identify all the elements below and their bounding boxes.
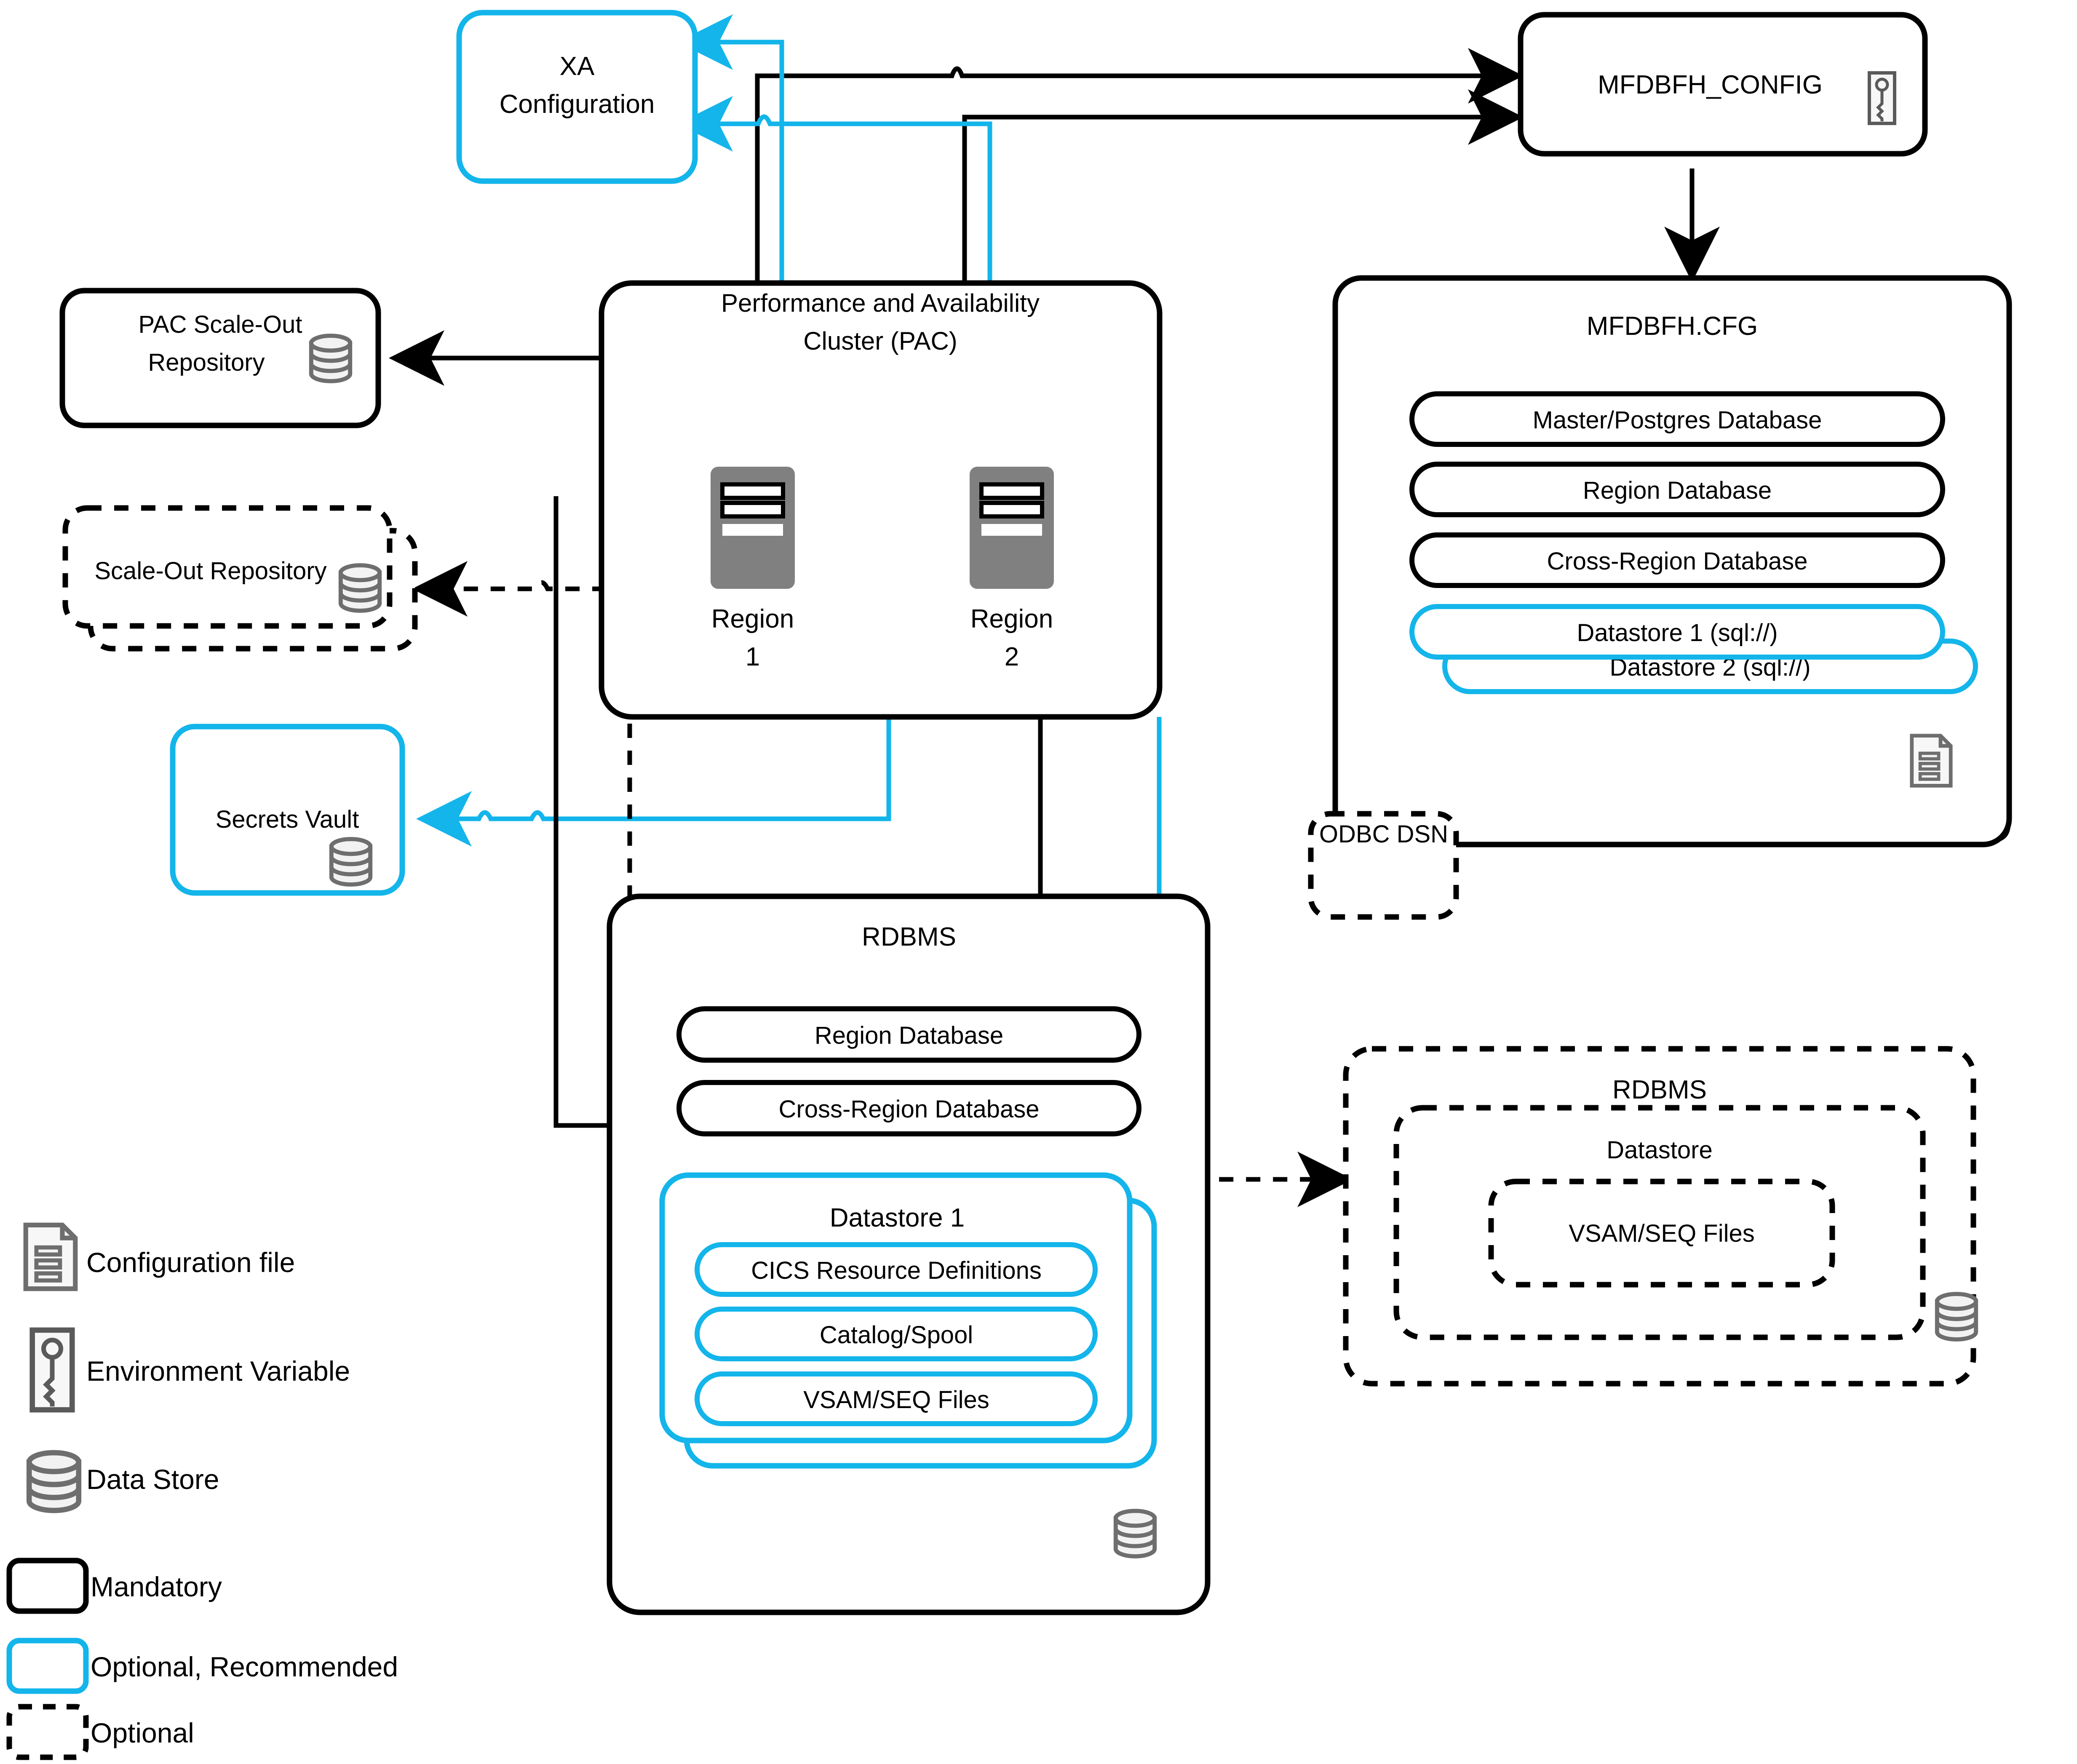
rdbms-right-title: RDBMS xyxy=(1612,1075,1707,1104)
legend-item: Mandatory xyxy=(6,1558,222,1614)
server-icon xyxy=(970,467,1054,589)
environment-variable-icon xyxy=(1869,73,1895,123)
legend-item: Optional xyxy=(6,1704,194,1760)
scale-out-repository-label: Scale-Out Repository xyxy=(94,557,326,585)
pac-title-line1: Performance and Availability xyxy=(721,289,1040,317)
connector-region1-to-mfdbfh-config xyxy=(755,48,1524,472)
optional-recommended-box-swatch xyxy=(6,1638,89,1694)
legend-item: Configuration file xyxy=(26,1225,295,1288)
mfdbfh-cfg-row[interactable]: Datastore 1 (sql://) xyxy=(1409,604,1945,660)
legend: Configuration file Environment Variable … xyxy=(6,1225,398,1760)
node-pac-scale-out-repository[interactable]: PAC Scale-Out Repository xyxy=(59,288,381,428)
rdbms-right-inner[interactable]: VSAM/SEQ Files xyxy=(1488,1179,1835,1288)
node-rdbms-right[interactable]: RDBMS Datastore VSAM/SEQ Files xyxy=(1343,1046,1976,1387)
xa-configuration-label-line1: XA xyxy=(560,52,595,81)
data-store-icon xyxy=(341,565,380,611)
pac-region-label-line2: 2 xyxy=(1005,642,1019,671)
pac-region-label-line1: Region xyxy=(711,604,794,633)
environment-variable-icon xyxy=(32,1330,72,1410)
data-store-icon xyxy=(331,839,370,885)
pac-scale-out-repository-label-line1: PAC Scale-Out xyxy=(139,311,302,338)
data-store-icon xyxy=(1116,1511,1155,1556)
pac-title-line2: Cluster (PAC) xyxy=(803,327,957,355)
legend-item-label: Environment Variable xyxy=(86,1355,350,1387)
mfdbfh-cfg-row[interactable]: Cross-Region Database xyxy=(1409,532,1945,588)
rdbms-right-inner-label: VSAM/SEQ Files xyxy=(1569,1220,1755,1247)
optional-box-swatch xyxy=(6,1704,89,1760)
node-odbc-dsn[interactable]: ODBC DSN xyxy=(1308,811,1459,920)
pac-region-label-line2: 1 xyxy=(746,642,760,671)
legend-item: Optional, Recommended xyxy=(6,1638,398,1694)
mfdbfh-cfg-row-label: Region Database xyxy=(1583,477,1772,504)
mfdbfh-cfg-title: MFDBFH.CFG xyxy=(1587,312,1758,341)
rdbms-right-datastore[interactable]: Datastore VSAM/SEQ Files xyxy=(1393,1105,1926,1340)
rdbms-right-datastore-title: Datastore xyxy=(1607,1136,1712,1164)
node-secrets-vault[interactable]: Secrets Vault xyxy=(170,724,405,896)
datastore-item[interactable]: Catalog/Spool xyxy=(695,1307,1098,1361)
configuration-file-icon xyxy=(1912,736,1951,786)
mfdbfh-cfg-row[interactable]: Master/Postgres Database xyxy=(1409,391,1945,447)
rdbms-center-database-label: Region Database xyxy=(815,1022,1003,1049)
pac-region-label-line1: Region xyxy=(970,604,1053,633)
node-mfdbfh-cfg[interactable]: MFDBFH.CFG Master/Postgres Database Regi… xyxy=(1332,275,2012,847)
rdbms-center-database-label: Cross-Region Database xyxy=(779,1096,1040,1123)
node-xa-configuration[interactable]: XA Configuration xyxy=(456,10,698,184)
pac-scale-out-repository-label-line2: Repository xyxy=(148,349,265,376)
pac-region[interactable]: Region 1 xyxy=(711,467,795,671)
legend-item-label: Configuration file xyxy=(86,1247,295,1278)
mfdbfh-cfg-row-label: Datastore 1 (sql://) xyxy=(1577,619,1778,647)
legend-item-label: Data Store xyxy=(86,1464,219,1495)
data-store-icon xyxy=(1937,1294,1976,1339)
connector-pac-to-secrets-vault xyxy=(416,712,891,847)
legend-item: Data Store xyxy=(29,1453,219,1510)
connector-region2-to-xa-configuration xyxy=(677,96,992,472)
rdbms-center-title: RDBMS xyxy=(862,922,956,951)
data-store-icon xyxy=(29,1453,79,1510)
connector-pac-to-scale-out-repository xyxy=(412,561,607,617)
legend-item-label: Optional, Recommended xyxy=(91,1651,398,1682)
node-scale-out-repository[interactable]: Scale-Out Repository xyxy=(62,505,418,652)
legend-item: Environment Variable xyxy=(32,1330,350,1410)
pac-region[interactable]: Region 2 xyxy=(970,467,1054,671)
node-rdbms-center[interactable]: RDBMS Region Database Cross-Region Datab… xyxy=(607,893,1211,1615)
data-store-icon xyxy=(311,336,350,381)
server-icon xyxy=(711,467,795,589)
odbc-dsn-label: ODBC DSN xyxy=(1319,821,1448,848)
mfdbfh-cfg-row-label: Cross-Region Database xyxy=(1547,548,1808,575)
xa-configuration-label-line2: Configuration xyxy=(500,90,655,119)
secrets-vault-label: Secrets Vault xyxy=(216,806,359,833)
datastore-item[interactable]: CICS Resource Definitions xyxy=(695,1242,1098,1297)
datastore-item-label: VSAM/SEQ Files xyxy=(803,1386,989,1414)
legend-item-label: Mandatory xyxy=(91,1571,222,1602)
datastore-item-label: Catalog/Spool xyxy=(820,1321,973,1349)
mfdbfh-cfg-row-label: Master/Postgres Database xyxy=(1533,406,1822,434)
node-mfdbfh-config[interactable]: MFDBFH_CONFIG xyxy=(1518,12,1928,157)
rdbms-center-database[interactable]: Region Database xyxy=(676,1006,1141,1063)
mfdbfh-cfg-row[interactable]: Region Database xyxy=(1409,462,1945,517)
legend-item-label: Optional xyxy=(91,1717,194,1748)
rdbms-center-database[interactable]: Cross-Region Database xyxy=(676,1080,1141,1136)
configuration-file-icon xyxy=(26,1225,75,1288)
node-pac[interactable]: Performance and Availability Cluster (PA… xyxy=(599,280,1163,720)
datastore-item-label: CICS Resource Definitions xyxy=(751,1257,1042,1284)
rdbms-center-datastore-title: Datastore 1 xyxy=(830,1203,965,1232)
mandatory-box-swatch xyxy=(6,1558,89,1614)
mfdbfh-config-label: MFDBFH_CONFIG xyxy=(1598,70,1823,99)
datastore-item[interactable]: VSAM/SEQ Files xyxy=(695,1371,1098,1426)
rdbms-center-datastore[interactable]: Datastore 1 CICS Resource Definitions Ca… xyxy=(659,1172,1157,1469)
